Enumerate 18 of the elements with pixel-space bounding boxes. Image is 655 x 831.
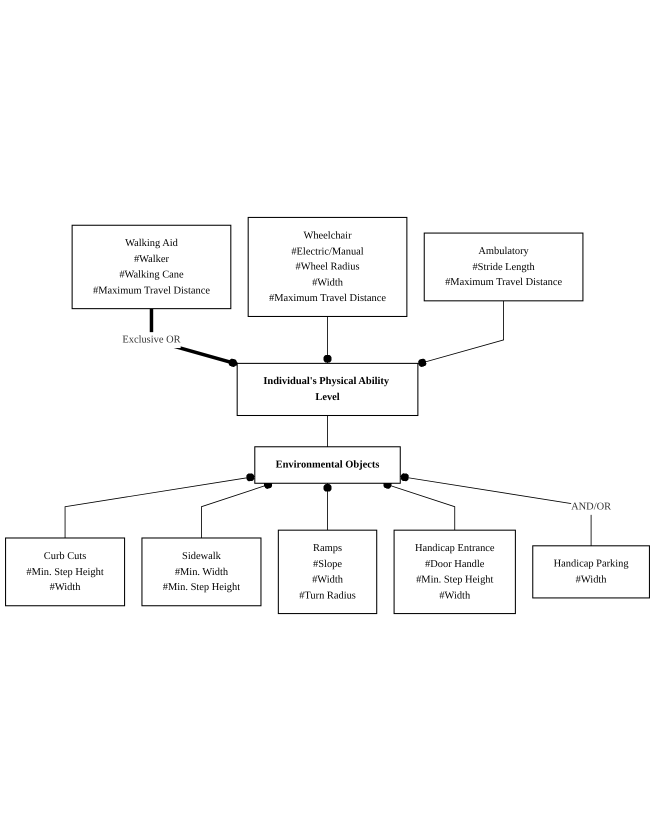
node-box: Walking Aid #Walker #Walking Cane #Maximum Travel Distance <box>72 224 232 310</box>
connector <box>327 415 328 448</box>
node-box: Curb Cuts #Min. Step Height #Width <box>5 537 126 606</box>
connector <box>323 482 332 531</box>
connector <box>417 300 504 367</box>
node-box: Ramps #Slope #Width #Turn Radius <box>278 530 378 614</box>
connector <box>64 473 256 538</box>
node-box: Sidewalk #Min. Width #Min. Step Height <box>141 537 262 606</box>
connector <box>400 473 592 546</box>
node-box: Handicap Parking #Width <box>532 545 650 598</box>
node-box: Environmental Objects <box>254 446 401 484</box>
connector <box>323 316 332 364</box>
node-box: Handicap Entrance #Door Handle #Min. Step Height #Width <box>394 530 516 614</box>
edge-label: Exclusive OR <box>122 334 181 346</box>
node-box: Wheelchair #Electric/Manual #Wheel Radius #Width #Maximum Travel Distance <box>248 216 408 317</box>
node-box: Ambulatory #Stride Length #Maximum Travel Distance <box>424 232 584 302</box>
node-box: Individual's Physical Ability Level <box>236 362 418 416</box>
edge-label: AND/OR <box>571 500 612 512</box>
